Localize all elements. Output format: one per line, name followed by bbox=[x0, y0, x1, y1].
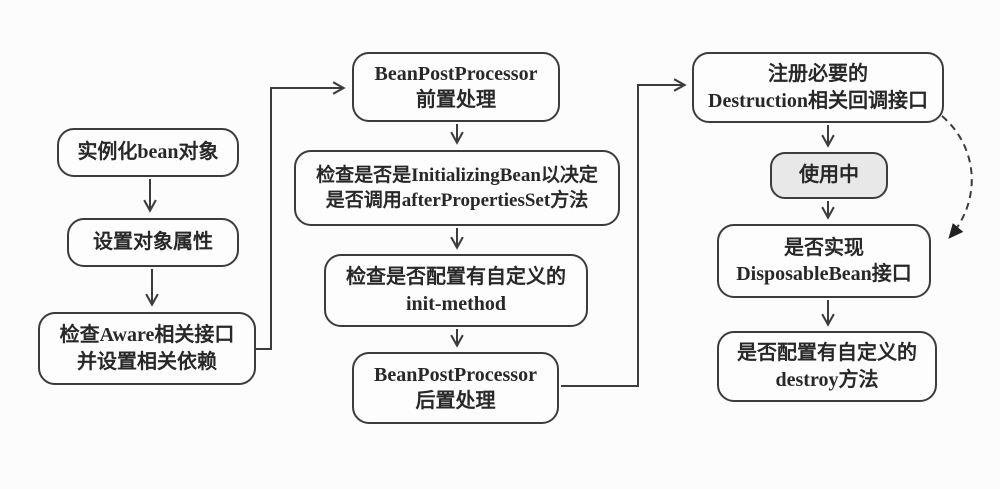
node-beanpostprocessor-before: BeanPostProcessor 前置处理 bbox=[352, 52, 560, 122]
connector-aware-to-bppbefore bbox=[256, 81, 346, 350]
node-check-init-method-label: 检查是否配置有自定义的 init-method bbox=[346, 266, 566, 315]
node-beanpostprocessor-after-label: BeanPostProcessor 后置处理 bbox=[374, 363, 537, 412]
node-check-disposable-bean-label: 是否实现 DisposableBean接口 bbox=[736, 236, 912, 285]
connector-register-to-disposable-dashed bbox=[941, 115, 973, 239]
node-beanpostprocessor-after: BeanPostProcessor 后置处理 bbox=[352, 352, 559, 424]
node-check-initializing-bean: 检查是否是InitializingBean以决定 是否调用afterProper… bbox=[294, 150, 620, 226]
node-in-use: 使用中 bbox=[770, 152, 888, 199]
node-check-destroy-method-label: 是否配置有自定义的 destroy方法 bbox=[737, 342, 917, 391]
node-check-destroy-method: 是否配置有自定义的 destroy方法 bbox=[717, 331, 937, 402]
node-register-destruction-callbacks-label: 注册必要的 Destruction相关回调接口 bbox=[708, 63, 928, 112]
node-in-use-label: 使用中 bbox=[799, 164, 859, 187]
node-set-object-properties-label: 设置对象属性 bbox=[93, 231, 213, 254]
node-check-init-method: 检查是否配置有自定义的 init-method bbox=[324, 254, 588, 327]
connector-bppafter-to-register bbox=[561, 78, 687, 387]
node-instantiate-bean-label: 实例化bean对象 bbox=[77, 141, 219, 164]
node-check-initializing-bean-label: 检查是否是InitializingBean以决定 是否调用afterProper… bbox=[316, 164, 598, 211]
node-register-destruction-callbacks: 注册必要的 Destruction相关回调接口 bbox=[692, 52, 944, 123]
node-instantiate-bean: 实例化bean对象 bbox=[57, 128, 239, 177]
node-set-object-properties: 设置对象属性 bbox=[67, 218, 239, 267]
node-check-aware-label: 检查Aware相关接口 并设置相关依赖 bbox=[59, 324, 235, 373]
node-beanpostprocessor-before-label: BeanPostProcessor 前置处理 bbox=[374, 62, 538, 111]
node-check-disposable-bean: 是否实现 DisposableBean接口 bbox=[717, 224, 931, 298]
node-check-aware: 检查Aware相关接口 并设置相关依赖 bbox=[38, 312, 256, 385]
